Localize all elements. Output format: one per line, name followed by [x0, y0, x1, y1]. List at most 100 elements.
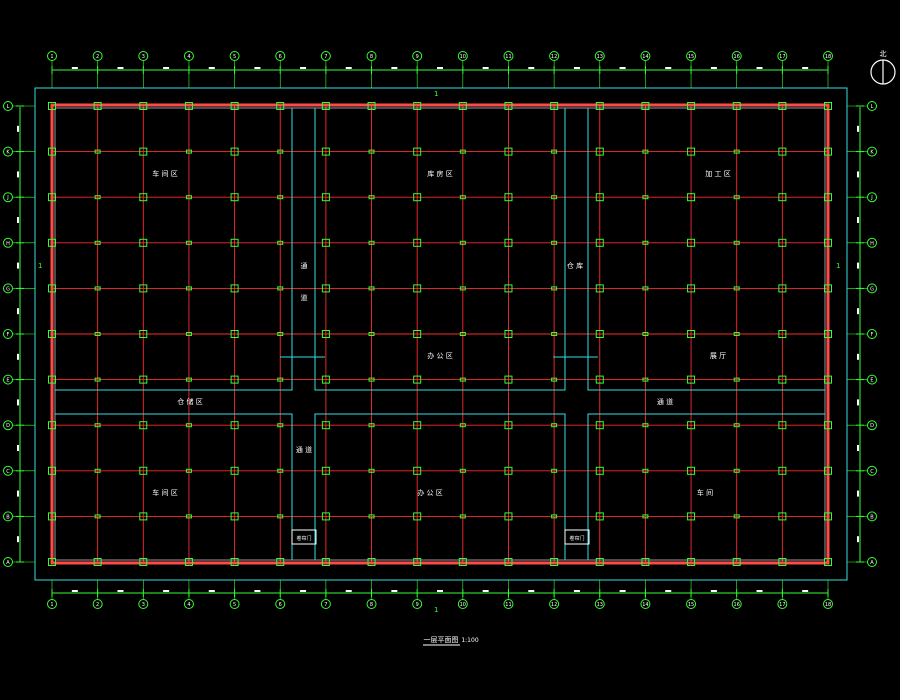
structural-column	[139, 147, 148, 156]
structural-column	[733, 377, 740, 382]
structural-column	[551, 423, 558, 428]
lower-right-corridor-wall	[587, 413, 825, 560]
axis-bubble	[275, 599, 286, 609]
axis-label: J	[870, 195, 872, 201]
structural-column	[277, 332, 284, 336]
structural-column	[139, 466, 148, 475]
axis-bubble	[640, 599, 651, 609]
axis-label: 13	[597, 54, 603, 60]
structural-column	[368, 149, 375, 154]
structural-column	[94, 377, 101, 382]
structural-column	[733, 240, 740, 245]
structural-column	[504, 466, 513, 475]
structural-column	[459, 149, 466, 154]
dimension-text-mark	[482, 67, 489, 69]
compass-label: 北	[880, 50, 887, 58]
axis-label: 3	[142, 602, 145, 608]
axis-label: 1	[50, 54, 53, 60]
structural-column	[687, 421, 696, 430]
dimension-text-mark	[665, 67, 672, 69]
dimension-text-mark	[17, 536, 19, 543]
room-label: 仓 储 区	[177, 397, 202, 406]
drawing-title: 一层平面图	[424, 636, 459, 644]
structural-column	[687, 512, 696, 521]
axis-label: J	[6, 195, 8, 201]
structural-column	[824, 330, 832, 338]
axis-bubble	[229, 599, 240, 609]
axis-label: 6	[279, 602, 282, 608]
structural-column	[276, 102, 285, 110]
structural-column	[94, 514, 101, 519]
axis-bubble	[503, 599, 514, 609]
structural-column	[551, 240, 558, 245]
structural-column	[413, 147, 422, 156]
dimension-text-mark	[163, 590, 170, 592]
structural-column	[778, 330, 787, 338]
structural-column	[230, 421, 239, 430]
structural-column	[687, 193, 696, 202]
structural-column	[230, 284, 239, 293]
structural-column	[321, 330, 330, 338]
structural-column	[277, 377, 284, 382]
structural-column	[413, 375, 422, 384]
structural-column	[595, 375, 604, 384]
room-label: 道	[301, 293, 308, 302]
axis-bubble	[731, 599, 742, 609]
axis-label: 2	[96, 602, 99, 608]
axis-bubble	[229, 51, 240, 61]
axis-label: D	[870, 423, 874, 429]
axis-label: 11	[505, 602, 511, 608]
axis-label: 18	[825, 602, 831, 608]
structural-column	[733, 195, 740, 200]
dimension-text-mark	[71, 590, 78, 592]
dimension-text-mark	[857, 217, 859, 223]
structural-column	[778, 147, 787, 156]
structural-column	[139, 193, 148, 202]
structural-column	[276, 558, 285, 566]
structural-column	[277, 423, 284, 428]
structural-column	[824, 147, 832, 156]
room-label: 通	[301, 261, 308, 270]
structural-column	[368, 377, 375, 382]
axis-bubble	[138, 51, 149, 61]
axis-bubble	[731, 51, 742, 61]
structural-column	[551, 286, 558, 291]
structural-column	[459, 332, 466, 336]
structural-column	[551, 514, 558, 519]
structural-column	[367, 558, 376, 566]
structural-column	[413, 558, 422, 566]
dimension-text-mark	[17, 399, 19, 406]
structural-column	[413, 238, 422, 247]
dimension-text-mark	[17, 125, 19, 132]
room-label: 展 厅	[710, 352, 726, 360]
dimension-text-mark	[391, 67, 398, 69]
dimension-text-mark	[391, 590, 398, 592]
structural-column	[824, 558, 832, 566]
dimension-text-mark	[573, 590, 580, 592]
structural-column	[642, 423, 649, 428]
structural-column	[139, 102, 148, 110]
axis-label: 15	[688, 602, 694, 608]
structural-column	[641, 102, 650, 110]
section-mark-left: 1	[38, 262, 42, 270]
axis-label: K	[6, 150, 10, 156]
dimension-text-mark	[619, 590, 626, 592]
axis-label: E	[6, 378, 9, 384]
structural-column	[595, 512, 604, 521]
structural-column	[413, 102, 422, 110]
lower-mid-corridor-wall	[314, 413, 566, 560]
structural-column	[368, 240, 375, 245]
axis-label: 18	[825, 54, 831, 60]
axis-label: 16	[734, 602, 740, 608]
structural-column	[824, 284, 832, 293]
structural-column	[824, 102, 832, 110]
structural-column	[48, 193, 56, 202]
axis-bubble	[47, 51, 57, 61]
structural-column	[321, 558, 330, 566]
axis-bubble	[183, 599, 194, 609]
structural-column	[94, 149, 101, 154]
structural-column	[230, 558, 239, 566]
structural-column	[321, 147, 330, 156]
dimension-text-mark	[857, 262, 859, 269]
